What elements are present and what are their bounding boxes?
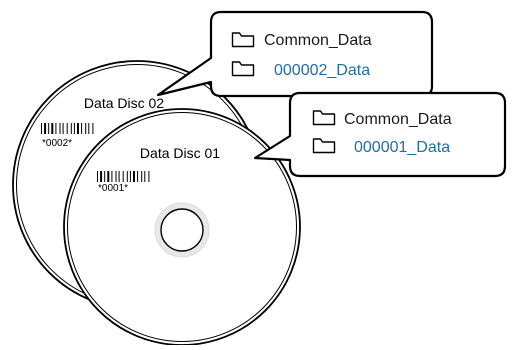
barcode-bar — [122, 171, 124, 182]
barcode-bar — [70, 123, 72, 134]
disc-02-callout-bubble — [156, 10, 434, 98]
disc-02-callout: Common_Data 000002_Data — [156, 10, 434, 98]
disc-01-barcode — [97, 171, 150, 182]
barcode-bar — [77, 123, 79, 134]
barcode-bar — [48, 123, 50, 134]
disc-02-barcode-text: *0002* — [42, 138, 72, 149]
barcode-bar — [92, 123, 94, 134]
folder-icon — [312, 138, 336, 154]
barcode-bar — [126, 171, 128, 182]
barcode-bar — [141, 171, 143, 182]
disc-01-callout-common-label: Common_Data — [344, 111, 452, 128]
disc-01-label: Data Disc 01 — [140, 145, 220, 161]
disc-02-callout-unique-label: 000002_Data — [274, 62, 370, 79]
disc-01-callout-unique-label: 000001_Data — [354, 139, 450, 156]
barcode-bar — [88, 123, 90, 134]
disc-01-center-hole — [160, 208, 204, 252]
barcode-bar — [97, 171, 98, 182]
folder-icon — [231, 61, 255, 77]
disc-02-callout-common-label: Common_Data — [264, 32, 372, 49]
barcode-bar — [59, 123, 61, 134]
barcode-bar — [148, 171, 150, 182]
barcode-bar — [107, 171, 110, 182]
barcode-bar — [55, 123, 57, 134]
barcode-bar — [51, 123, 54, 134]
barcode-bar — [104, 171, 106, 182]
barcode-bar — [137, 171, 139, 182]
barcode-bar — [129, 171, 131, 182]
barcode-bar — [66, 123, 68, 134]
barcode-bar — [62, 123, 64, 134]
disc-01-callout-bubble — [253, 91, 507, 178]
barcode-bar — [133, 171, 135, 182]
barcode-bar — [44, 123, 47, 134]
folder-icon — [231, 32, 255, 48]
barcode-bar — [81, 123, 83, 134]
barcode-bar — [118, 171, 120, 182]
barcode-bar — [85, 123, 87, 134]
barcode-bar — [41, 123, 42, 134]
disc-02-barcode — [41, 123, 94, 134]
disc-02-label: Data Disc 02 — [84, 95, 164, 111]
disc-01: Data Disc 01 *0001* — [63, 108, 301, 346]
barcode-bar — [115, 171, 117, 182]
disc-01-inner-edge — [67, 112, 297, 342]
barcode-bar — [111, 171, 113, 182]
barcode-bar — [100, 171, 103, 182]
disc-01-barcode-text: *0001* — [98, 183, 128, 194]
barcode-bar — [144, 171, 146, 182]
folder-icon — [312, 110, 336, 126]
barcode-bar — [73, 123, 75, 134]
disc-01-callout: Common_Data 000001_Data — [253, 91, 507, 178]
